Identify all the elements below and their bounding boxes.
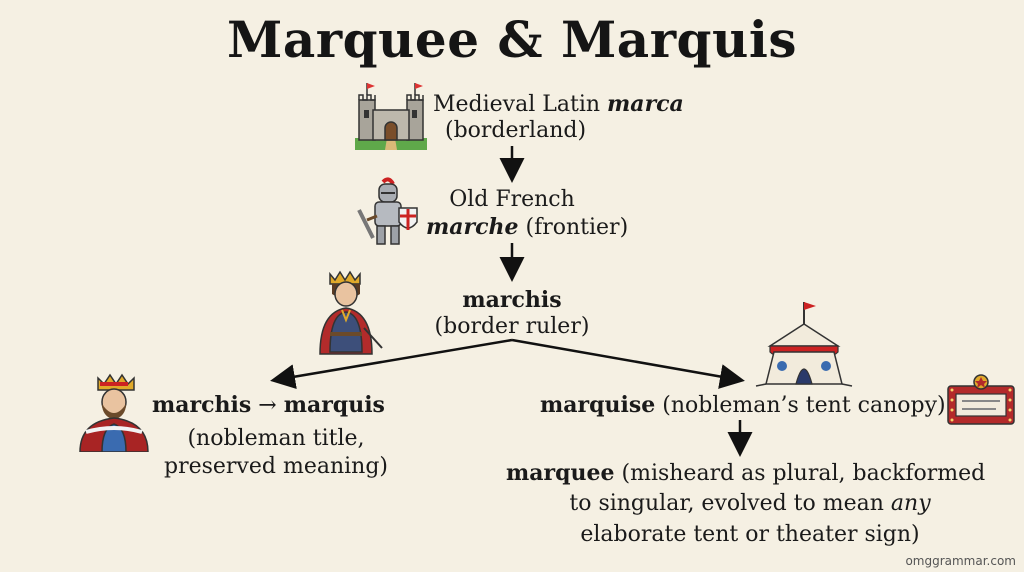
marchis-term: marchis bbox=[462, 287, 562, 313]
watermark: omggrammar.com bbox=[905, 554, 1016, 568]
marquis-line1: marchis → marquis bbox=[152, 392, 385, 418]
marchis-gloss: (border ruler) bbox=[434, 314, 590, 339]
marquis-line2: (nobleman title, bbox=[187, 426, 365, 451]
page-title: Marquee & Marquis bbox=[226, 10, 798, 69]
castle-icon bbox=[355, 83, 427, 150]
arrow-marchis-to-marquise bbox=[511, 338, 745, 389]
knight-icon bbox=[357, 177, 418, 245]
marquee-line1: marquee (misheard as plural, backformed bbox=[506, 460, 986, 486]
marquee-line2: to singular, evolved to mean any bbox=[569, 491, 931, 516]
king-icon bbox=[79, 373, 149, 452]
marquis-line3: preserved meaning) bbox=[163, 454, 388, 479]
arrow-marchis-to-marquis bbox=[270, 338, 513, 389]
theater-sign-icon bbox=[947, 374, 1015, 425]
marquee-line3: elaborate tent or theater sign) bbox=[580, 522, 920, 547]
latin-line2: (borderland) bbox=[445, 118, 587, 143]
tent-icon bbox=[755, 302, 853, 387]
french-line1: Old French bbox=[449, 187, 575, 212]
french-line2: marche (frontier) bbox=[426, 214, 629, 240]
latin-line1: Medieval Latin marca bbox=[433, 91, 684, 117]
marquise-line: marquise (nobleman’s tent canopy) bbox=[540, 392, 946, 418]
ruler-icon bbox=[319, 270, 383, 355]
